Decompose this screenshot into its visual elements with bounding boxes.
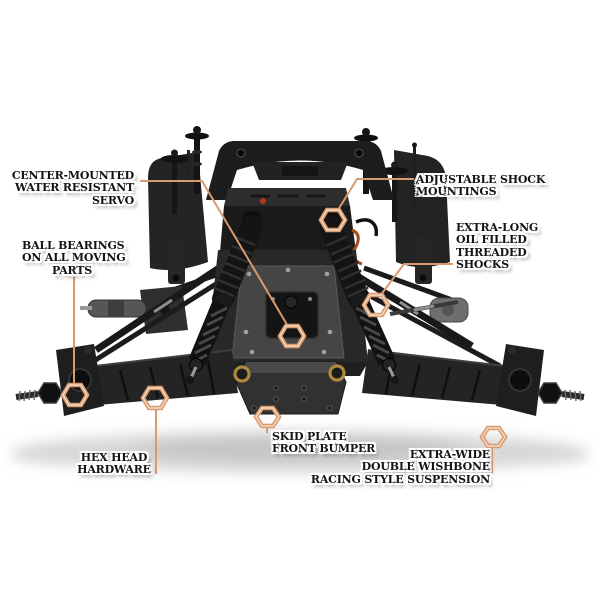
label-line: WATER RESISTANT [14,181,134,195]
callout-label-servo: CENTER-MOUNTED WATER RESISTANT SERVO [11,169,134,207]
hex-marker-hex-hardware [140,385,170,411]
hex-marker-servo [277,323,307,349]
brass-screw-right [328,364,346,382]
wheel-hub-right [496,344,585,416]
label-line: SKID PLATE [272,430,347,443]
label-line: HARDWARE [77,463,151,477]
servo [265,291,319,339]
shock-absorber-left [186,211,263,384]
shock-absorber-right [319,211,399,384]
label-line: SERVO [91,193,134,207]
shock-tower [206,141,394,200]
label-line: HEX HEAD [80,451,148,464]
wheel-hub-left [15,344,104,416]
hex-marker-ball-bearings [60,382,90,408]
hex-marker-skid-plate [253,405,282,429]
label-line: OIL FILLED [456,233,527,247]
hex-marker-shocks [361,292,391,318]
label-line: ON ALL MOVING [22,251,126,265]
callout-label-shocks: EXTRA-LONG OIL FILLED THREADED SHOCKS [456,221,539,271]
label-line: PARTS [51,263,93,277]
steering-linkage-right [363,238,469,323]
callout-line-servo [140,180,290,329]
hex-marker-suspension [479,425,508,449]
label-line: ADJUSTABLE SHOCK [416,173,546,186]
label-line: SHOCKS [456,257,509,271]
callout-label-shock-mounts: ADJUSTABLE SHOCK MOUNTINGS [416,173,546,199]
label-line: MOUNTINGS [416,185,497,199]
callout-label-hex-hardware: HEX HEAD HARDWARE [64,451,164,477]
hex-markers [60,207,508,449]
skid-plate-bumper [233,361,347,415]
callout-label-skid-plate: SKID PLATE FRONT BUMPER [272,430,376,456]
label-line: FRONT BUMPER [272,442,376,456]
label-line: EXTRA-WIDE [409,448,490,461]
label-line: BALL BEARINGS [22,239,125,252]
label-line: RACING STYLE SUSPENSION [310,472,490,486]
callout-lines [73,178,493,474]
label-line: DOUBLE WISHBONE [361,460,491,474]
hex-marker-shock-mounts [318,207,348,233]
callout-line-shocks [379,263,453,297]
callout-line-shock-mounts [337,178,414,211]
label-line: THREADED [456,245,527,259]
callout-label-suspension: EXTRA-WIDE DOUBLE WISHBONE RACING STYLE … [310,448,491,486]
brass-screw-left [233,365,251,383]
label-line: CENTER-MOUNTED [11,169,134,182]
callout-label-ball-bearings: BALL BEARINGS ON ALL MOVING PARTS [22,239,126,277]
label-line: EXTRA-LONG [456,221,539,234]
